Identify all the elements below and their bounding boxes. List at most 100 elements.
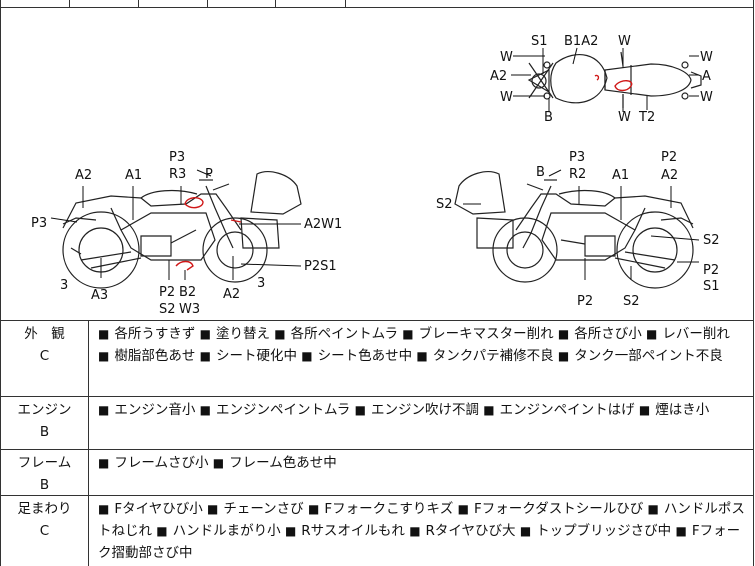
label-left-6: P3 xyxy=(31,216,47,231)
category-grade: B xyxy=(39,424,50,440)
category-name: エンジン xyxy=(17,402,72,418)
category-cell: 外 観 C xyxy=(1,321,89,396)
bullet-square-icon: ■ xyxy=(301,349,313,363)
label-left-9: A3 xyxy=(91,288,108,303)
bullet-square-icon: ■ xyxy=(98,327,110,341)
remarks-cell: ■フレームさび小 ■フレーム色あせ中 xyxy=(89,450,753,476)
bullet-square-icon: ■ xyxy=(519,524,532,538)
label-left-4: A2 xyxy=(75,168,92,183)
condition-table: 外 観 C ■各所うすきず ■塗り替え ■各所ペイントムラ ■ブレーキマスター削… xyxy=(0,321,754,566)
label-left-15: 3 xyxy=(257,276,265,291)
label-left-8: 3 xyxy=(60,278,68,293)
label-left-3: P xyxy=(205,167,213,182)
remark-item: Rサスオイルもれ xyxy=(301,523,405,539)
remark-item: 煙はき小 xyxy=(655,402,710,418)
column-divider xyxy=(207,0,208,8)
column-divider xyxy=(275,0,276,8)
label-left-1: P3 xyxy=(169,150,185,165)
remark-item: Fフォーク摺動部さび中 xyxy=(98,523,741,561)
remark-item: エンジンペイントムラ xyxy=(215,402,351,418)
label-right-13: S2 xyxy=(623,294,640,309)
bullet-square-icon: ■ xyxy=(98,502,110,516)
label-top-8: B xyxy=(544,110,553,125)
column-divider xyxy=(138,0,139,8)
bullet-square-icon: ■ xyxy=(647,502,659,516)
remark-item: ハンドルポストねじれ xyxy=(98,501,745,539)
bullet-square-icon: ■ xyxy=(675,524,687,538)
label-right-6: A2 xyxy=(661,168,678,183)
category-grade: C xyxy=(39,348,50,364)
remarks-cell: ■各所うすきず ■塗り替え ■各所ペイントムラ ■ブレーキマスター削れ ■各所さ… xyxy=(89,321,753,369)
category-cell: フレーム B xyxy=(1,450,89,495)
label-left-10: P2 xyxy=(159,285,175,300)
remark-item: 塗り替え xyxy=(215,326,270,342)
bullet-square-icon: ■ xyxy=(199,349,211,363)
table-row: 外 観 C ■各所うすきず ■塗り替え ■各所ペイントムラ ■ブレーキマスター削… xyxy=(1,321,753,397)
remarks-cell: ■Fタイヤひび小 ■チェーンさび ■Fフォークこすりキズ ■Fフォークダストシー… xyxy=(89,496,753,566)
label-right-3: R2 xyxy=(569,167,586,182)
bullet-square-icon: ■ xyxy=(98,403,110,417)
label-right-5: P2 xyxy=(661,150,677,165)
remarks-cell: ■エンジン音小 ■エンジンペイントムラ ■エンジン吹け不調 ■エンジンペイントは… xyxy=(89,397,753,423)
label-right-8: S2 xyxy=(703,233,720,248)
category-cell: 足まわり C xyxy=(1,496,89,566)
category-cell: エンジン B xyxy=(1,397,89,449)
category-grade: C xyxy=(39,523,50,539)
remark-item: タンクパテ補修不良 xyxy=(432,348,554,364)
motorcycle-diagram: S1 B1A2 W W W A2 W B W T2 W A W xyxy=(31,34,720,317)
remark-item: エンジン吹け不調 xyxy=(370,402,479,418)
top-view-damage-marks xyxy=(594,74,633,92)
top-view-motorcycle xyxy=(527,51,702,108)
bullet-square-icon: ■ xyxy=(402,327,414,341)
left-side-leaders xyxy=(50,169,302,280)
label-left-7: A2W1 xyxy=(304,217,342,232)
label-right-11: P2 xyxy=(577,294,593,309)
label-left-16: P2S1 xyxy=(304,259,337,274)
bullet-square-icon: ■ xyxy=(274,327,286,341)
label-left-2: R3 xyxy=(169,167,186,182)
remark-item: エンジン音小 xyxy=(114,402,196,418)
category-name: フレーム xyxy=(17,455,72,471)
bullet-square-icon: ■ xyxy=(307,502,320,516)
label-left-13: W3 xyxy=(179,302,200,317)
damage-diagram: S1 B1A2 W W W A2 W B W T2 W A W xyxy=(0,8,754,321)
label-left-12: S2 xyxy=(159,302,176,317)
remark-item: Rタイヤひび大 xyxy=(425,523,516,539)
bullet-square-icon: ■ xyxy=(207,502,219,516)
left-side-damage-marks xyxy=(175,197,242,271)
column-divider xyxy=(345,0,346,8)
category-name: 足まわり xyxy=(17,501,72,517)
remark-item: エンジンペイントはげ xyxy=(499,402,635,418)
bullet-square-icon: ■ xyxy=(557,349,570,363)
table-row: フレーム B ■フレームさび小 ■フレーム色あせ中 xyxy=(1,450,753,496)
label-right-4: A1 xyxy=(612,168,629,183)
bullet-square-icon: ■ xyxy=(199,403,211,417)
remark-item: 各所うすきず xyxy=(114,326,196,342)
label-top-3: W xyxy=(618,34,631,49)
label-right-2: B xyxy=(536,165,545,180)
bullet-square-icon: ■ xyxy=(156,524,168,538)
remark-item: ブレーキマスター削れ xyxy=(418,326,554,342)
label-top-10: T2 xyxy=(638,110,655,125)
top-view-leaders xyxy=(511,47,699,112)
remark-item: トップブリッジさび中 xyxy=(536,523,672,539)
remark-item: 各所さび小 xyxy=(574,326,642,342)
label-right-10: S1 xyxy=(703,279,720,294)
label-top-2: B1A2 xyxy=(564,34,598,49)
remark-item: シート硬化中 xyxy=(215,348,297,364)
right-side-leaders xyxy=(463,169,700,280)
bullet-square-icon: ■ xyxy=(409,524,421,538)
label-top-7: W xyxy=(500,90,513,105)
bullet-square-icon: ■ xyxy=(457,502,469,516)
left-side-motorcycle xyxy=(62,171,302,289)
remark-item: フレームさび小 xyxy=(114,455,209,471)
label-right-9: P2 xyxy=(703,263,719,278)
label-left-14: A2 xyxy=(223,287,240,302)
bullet-square-icon: ■ xyxy=(98,349,110,363)
label-left-11: B2 xyxy=(179,285,196,300)
label-right-7: S2 xyxy=(436,197,453,212)
bullet-square-icon: ■ xyxy=(646,327,658,341)
remark-item: シート色あせ中 xyxy=(317,348,413,364)
header-row-remnant xyxy=(0,0,754,8)
remark-item: フレーム色あせ中 xyxy=(229,455,337,471)
